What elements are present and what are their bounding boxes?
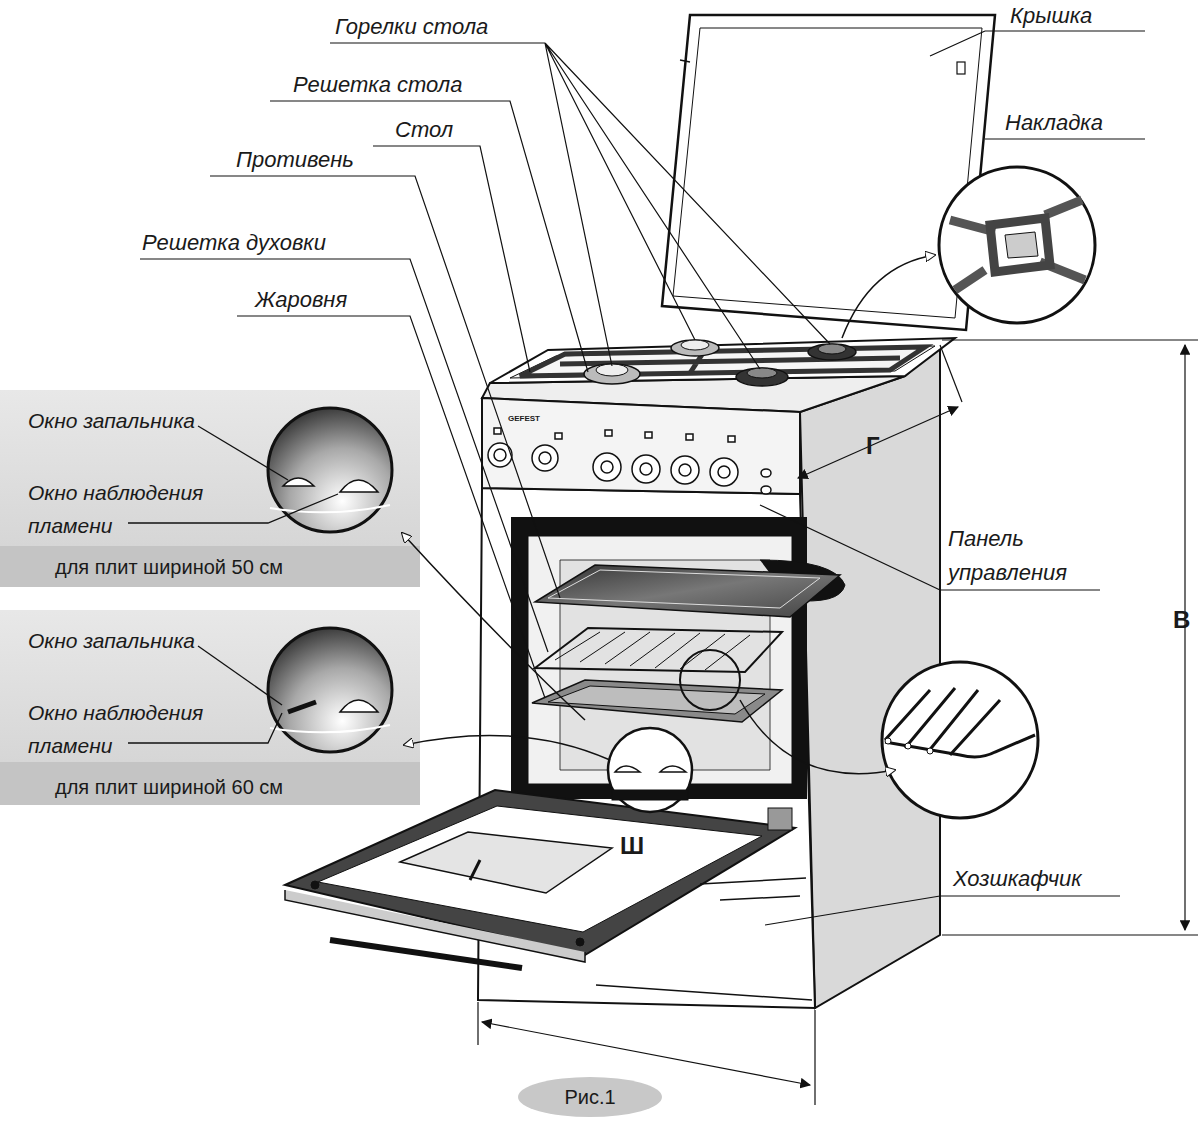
part-label: Решетка духовки xyxy=(142,228,326,258)
figure-caption: Рис.1 xyxy=(520,1085,660,1109)
part-label: Окно наблюдения пламени xyxy=(28,476,228,542)
part-label: Окно наблюдения пламени xyxy=(28,696,228,762)
part-label: Окно запальника xyxy=(28,624,278,657)
part-label: Хозшкафчик xyxy=(953,864,1082,894)
leader-lines xyxy=(140,31,1145,925)
part-label: Окно запальника xyxy=(28,404,278,437)
burner-cap-detail xyxy=(842,167,1095,338)
variant-note: для плит шириной 60 см xyxy=(55,775,405,799)
brand-logo: GEFEST xyxy=(508,414,540,424)
part-label: Панель управления xyxy=(948,522,1108,590)
dimension-label: В xyxy=(1173,606,1190,634)
ignition-window-detail xyxy=(128,408,392,752)
part-label: Стол xyxy=(395,115,453,145)
detail-panel-ground xyxy=(0,390,420,805)
caption-oval xyxy=(518,1077,662,1117)
dimension-label: Г xyxy=(866,432,880,460)
variant-note: для плит шириной 50 см xyxy=(55,555,405,579)
part-label: Противень xyxy=(236,145,354,175)
detail-panel: Окно запальникаОкно наблюдения пламени дл… xyxy=(0,390,420,587)
detail-panel: Окно запальникаОкно наблюдения пламени дл… xyxy=(0,610,420,805)
control-knobs xyxy=(488,428,771,494)
part-label: Накладка xyxy=(1005,108,1103,138)
dimension-lines xyxy=(478,340,1198,1105)
lid xyxy=(662,15,995,330)
part-label: Горелки стола xyxy=(335,12,488,42)
dimension-label: Ш xyxy=(620,832,644,860)
storage-drawer xyxy=(596,878,812,1000)
part-label: Решетка стола xyxy=(293,70,462,100)
window-zoom xyxy=(402,533,692,812)
rack-detail xyxy=(740,662,1038,818)
part-label: Крышка xyxy=(1010,1,1092,31)
oven-door xyxy=(285,790,795,968)
part-label: Жаровня xyxy=(255,285,347,315)
